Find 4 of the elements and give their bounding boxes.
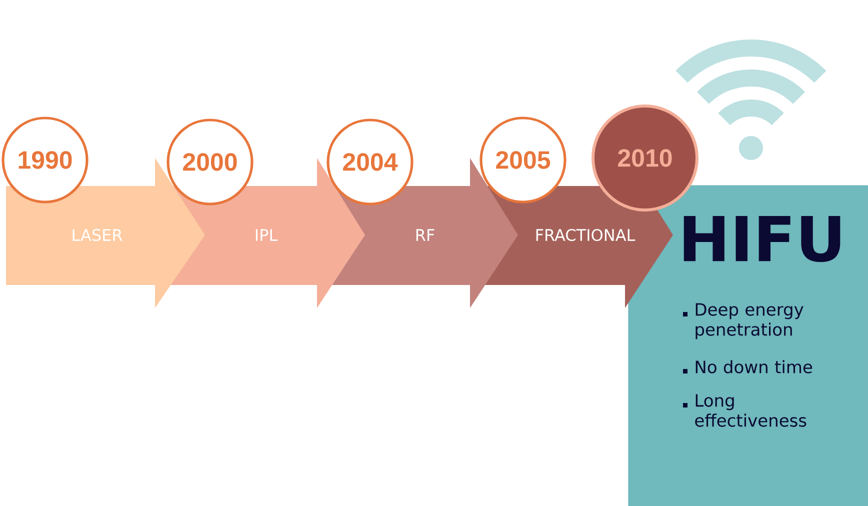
bullet-item: Long effectiveness	[683, 394, 806, 427]
bullet-item: Deep energy penetration	[683, 303, 804, 340]
panel-heading: HIFU	[684, 216, 840, 262]
bullet-item: No down time	[683, 360, 812, 374]
